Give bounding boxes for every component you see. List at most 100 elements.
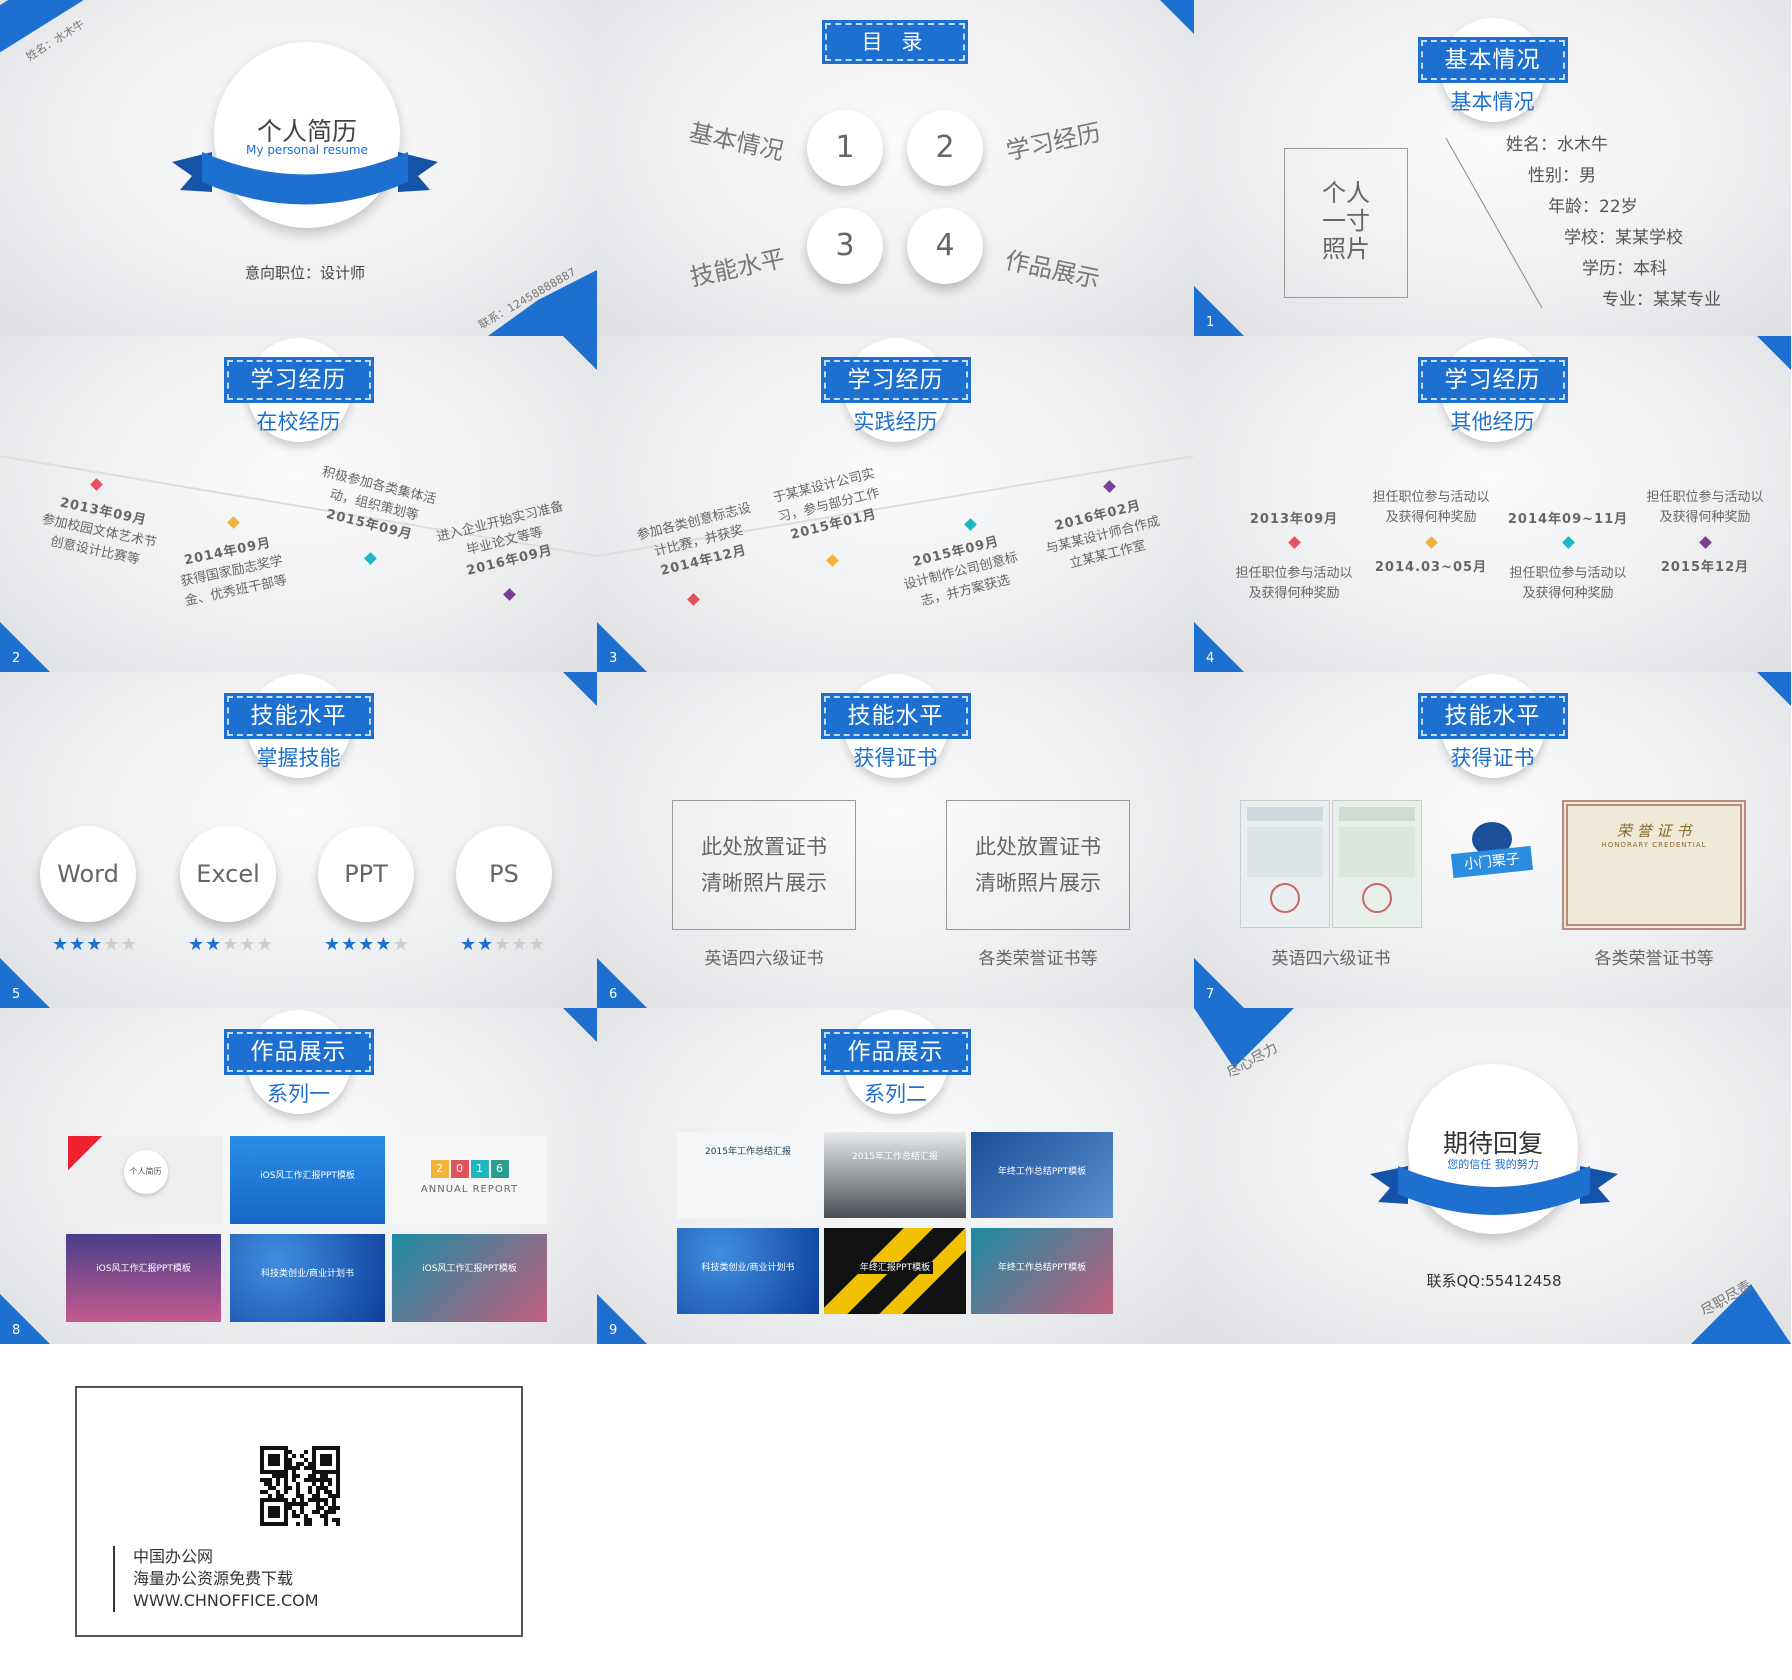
cert-placeholder-1: 此处放置证书 清晰照片展示: [672, 800, 856, 930]
work-thumbnail[interactable]: 年终工作总结PPT模板: [971, 1228, 1113, 1314]
section-header-title: 技能水平: [820, 693, 971, 739]
section-header: 作品展示 系列二: [820, 1010, 971, 1118]
corner-shape: [1194, 286, 1244, 336]
promo-card: 中国办公网 海量办公资源免费下载 WWW.CHNOFFICE.COM: [75, 1386, 523, 1637]
timeline-marker: [1699, 536, 1712, 549]
page-number: 4: [1206, 651, 1215, 666]
skill-rating: ★★★★★: [52, 934, 138, 955]
section-header: 技能水平 获得证书: [1417, 674, 1568, 782]
star-icon: ★: [86, 934, 104, 955]
toc-num-3[interactable]: 3: [807, 208, 883, 284]
toc-num-2[interactable]: 2: [907, 110, 983, 186]
card-line-2: 海量办公资源免费下载: [133, 1569, 294, 1588]
page-number: 3: [609, 651, 618, 666]
toc-label-4[interactable]: 作品展示: [1002, 246, 1103, 294]
field-school: 学校：某某学校: [1564, 228, 1683, 248]
honor-subtitle: HONORARY CREDENTIAL: [1601, 841, 1707, 849]
toc-label-3[interactable]: 技能水平: [687, 244, 788, 292]
slide-study-practice[interactable]: 学习经历 实践经历 参加各类创意标志设计比赛，并获奖 2014年12月 于某某设…: [597, 336, 1194, 672]
section-header-title: 学习经历: [1417, 357, 1568, 403]
work-thumbnail[interactable]: 年终工作总结PPT模板: [971, 1132, 1113, 1218]
corner-shape: [563, 672, 597, 706]
slide-certificates-images[interactable]: 技能水平 获得证书 小门栗子 荣 誉 证 书 HONORARY CREDENTI…: [1194, 672, 1791, 1008]
page-number: 2: [12, 651, 21, 666]
section-header-title: 作品展示: [223, 1029, 374, 1075]
skill-word[interactable]: Word: [40, 826, 136, 922]
work-thumbnail[interactable]: iOS风工作汇报PPT模板: [392, 1234, 547, 1322]
honor-title: 荣 誉 证 书: [1616, 822, 1692, 840]
slide-basic-info[interactable]: 基本情况 基本情况 个人 一寸 照片 姓名：水木牛 性别：男 年龄：22岁 学校…: [1194, 0, 1791, 336]
year-digit: 1: [470, 1160, 489, 1178]
event-text: 担任职位参与活动以及获得何种奖励: [1372, 490, 1490, 525]
card-divider: [113, 1546, 115, 1612]
end-title: 期待回复: [1442, 1129, 1543, 1158]
thumb-label: 年终工作总结PPT模板: [997, 1167, 1087, 1177]
work-thumbnail[interactable]: iOS风工作汇报PPT模板: [230, 1136, 385, 1224]
page-number: 7: [1206, 987, 1215, 1002]
event-date: 2014年09~11月: [1507, 512, 1629, 527]
skill-ps[interactable]: PS: [456, 826, 552, 922]
work-thumbnail[interactable]: 年终汇报PPT模板: [824, 1228, 966, 1314]
toc-num-1[interactable]: 1: [807, 110, 883, 186]
section-header: 学习经历 其他经历: [1417, 338, 1568, 446]
section-header: 技能水平 获得证书: [820, 674, 971, 782]
card-url[interactable]: WWW.CHNOFFICE.COM: [133, 1591, 319, 1610]
slide-study-other[interactable]: 学习经历 其他经历 2013年09月 担任职位参与活动以及获得何种奖励 担任职位…: [1194, 336, 1791, 672]
work-thumbnail[interactable]: 2015年工作总结汇报: [677, 1132, 819, 1218]
thumb-label: 2015年工作总结汇报: [705, 1147, 791, 1157]
corner-shape: [0, 1294, 50, 1344]
slide-skills[interactable]: 技能水平 掌握技能 Word Excel PPT PS ★★★★★ ★★★★★ …: [0, 672, 597, 1008]
section-header: 学习经历 在校经历: [223, 338, 374, 446]
work-thumbnail[interactable]: 科技类创业/商业计划书: [677, 1228, 819, 1314]
thumb-label: ANNUAL REPORT: [420, 1184, 519, 1195]
end-subtitle: 您的信任 我的努力: [1447, 1158, 1539, 1171]
corner-shape: [597, 958, 647, 1008]
star-icon: ★: [256, 934, 274, 955]
slide-study-school[interactable]: 学习经历 在校经历 2013年09月 参加校园文体艺术节创意设计比赛等 2014…: [0, 336, 597, 672]
toc-label-1[interactable]: 基本情况: [686, 118, 787, 166]
section-header-title: 技能水平: [1417, 693, 1568, 739]
slide-cover[interactable]: 姓名：水木牛 个人简历 My personal resume 意向职位：设计师 …: [0, 0, 597, 336]
photo-text-3: 照片: [1322, 235, 1370, 263]
thumb-label: iOS风工作汇报PPT模板: [422, 1264, 517, 1274]
section-header: 学习经历 实践经历: [820, 338, 971, 446]
page-number: 1: [1206, 315, 1215, 330]
thumb-label: 科技类创业/商业计划书: [701, 1263, 795, 1273]
star-icon: ★: [188, 934, 206, 955]
corner-shape: [563, 1008, 597, 1042]
field-gender: 性别：男: [1528, 166, 1596, 186]
work-thumbnail[interactable]: 2015年工作总结汇报: [824, 1132, 966, 1218]
skill-rating: ★★★★★: [460, 934, 546, 955]
slide-grid: 姓名：水木牛 个人简历 My personal resume 意向职位：设计师 …: [0, 0, 1791, 1344]
corner-shape: [1194, 958, 1244, 1008]
corner-shape: [1194, 622, 1244, 672]
section-header: 作品展示 系列一: [223, 1010, 374, 1118]
slide-toc[interactable]: 目 录 1 2 3 4 基本情况 学习经历 技能水平 作品展示: [597, 0, 1194, 336]
cert-placeholder-text: 此处放置证书: [975, 835, 1101, 859]
skill-excel[interactable]: Excel: [180, 826, 276, 922]
work-thumbnail[interactable]: 个人简历: [68, 1136, 223, 1224]
slide-works-series2[interactable]: 作品展示 系列二 2015年工作总结汇报 2015年工作总结汇报 年终工作总结P…: [597, 1008, 1194, 1344]
end-ribbon: [1370, 1166, 1618, 1215]
section-header-title: 学习经历: [820, 357, 971, 403]
section-header-title: 学习经历: [223, 357, 374, 403]
slide-certificates-placeholder[interactable]: 技能水平 获得证书 此处放置证书 清晰照片展示 此处放置证书 清晰照片展示 英语…: [597, 672, 1194, 1008]
section-header-sub: 掌握技能: [256, 746, 341, 770]
year-digit: 0: [450, 1160, 469, 1178]
star-icon: ★: [69, 934, 87, 955]
thumb-label: 2015年工作总结汇报: [852, 1152, 938, 1162]
work-thumbnail[interactable]: 科技类创业/商业计划书: [230, 1234, 385, 1322]
cert-caption: 各类荣誉证书等: [978, 949, 1098, 969]
slide-ending[interactable]: 尽心尽力 期待回复 您的信任 我的努力 联系QQ:55412458 尽职尽责: [1194, 1008, 1791, 1344]
toc-num-4[interactable]: 4: [907, 208, 983, 284]
qr-code-icon[interactable]: [260, 1446, 340, 1526]
section-header-title: 技能水平: [223, 693, 374, 739]
toc-label-2[interactable]: 学习经历: [1003, 118, 1104, 166]
star-icon: ★: [375, 934, 393, 955]
corner-shape: [1160, 0, 1194, 34]
skill-ppt[interactable]: PPT: [318, 826, 414, 922]
work-thumbnail[interactable]: iOS风工作汇报PPT模板: [66, 1234, 221, 1322]
cert-caption: 英语四六级证书: [704, 949, 824, 969]
